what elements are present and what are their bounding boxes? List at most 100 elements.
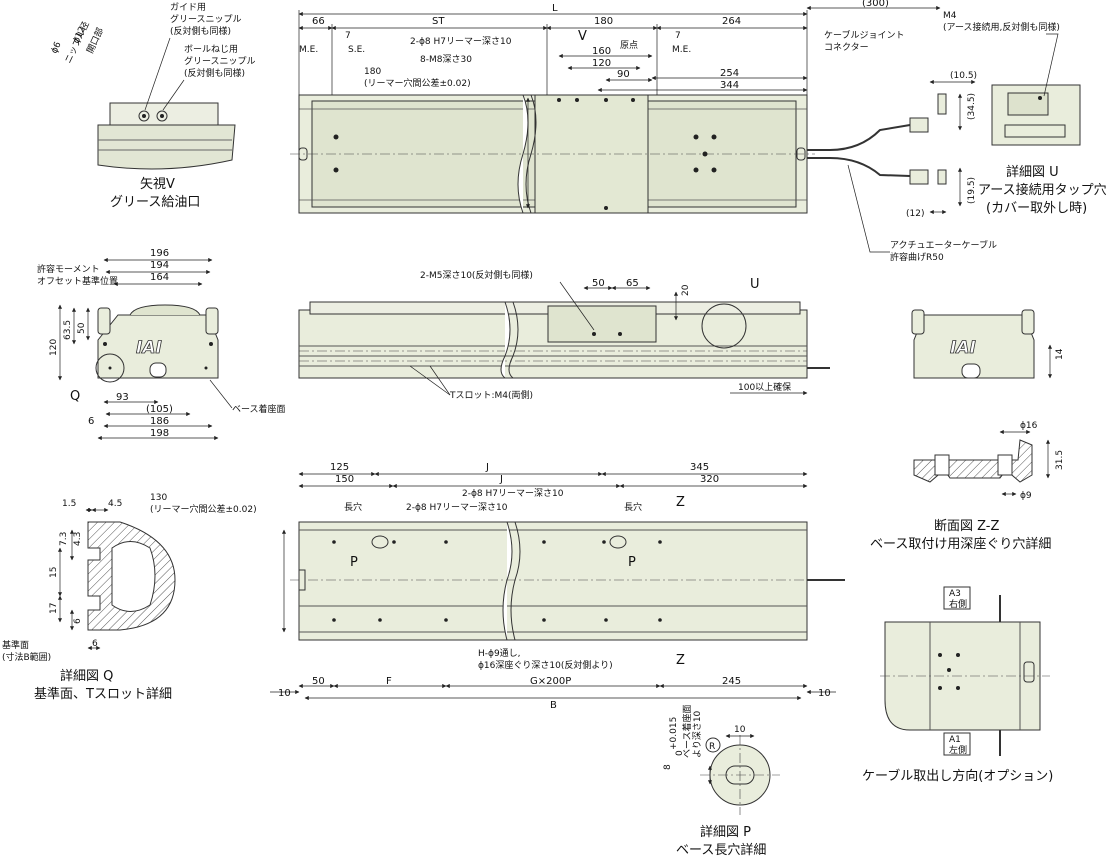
dim-j1: J <box>485 462 489 473</box>
label-reamer1: 2-ϕ8 H7リーマー深さ10 <box>462 488 564 499</box>
dim-164: 164 <box>150 272 169 283</box>
label-moment1: 許容モーメント <box>37 263 100 275</box>
dim-p-tolsup: +0.015 <box>669 717 679 750</box>
label-guide1: ガイド用 <box>170 2 206 13</box>
label-cable-joint2: コネクター <box>824 42 869 53</box>
dim-31-5: 31.5 <box>1055 450 1065 470</box>
dim-l: L <box>552 3 558 14</box>
caption-cable-dir: ケーブル取出し方向(オプション) <box>862 768 1053 784</box>
dim-160: 160 <box>592 46 611 57</box>
dim-120: 120 <box>592 58 611 69</box>
label-seat2: より深さ10 <box>692 710 703 758</box>
dim-120: 120 <box>49 339 59 356</box>
caption-view-v2: グリース給油口 <box>110 195 200 210</box>
section-zz: ϕ16 31.5 ϕ9 断面図 Z-Z ベース取付け用深座ぐり穴詳細 <box>870 421 1065 552</box>
dim-19-5: (19.5) <box>967 177 977 204</box>
label-p1: P <box>350 555 358 570</box>
label-p2: P <box>628 555 636 570</box>
label-nagaana2: 長穴 <box>624 501 642 513</box>
label-nagaana1: 長穴 <box>344 501 362 513</box>
dim-50: 50 <box>77 322 87 334</box>
caption-u2: アース接続用タップ穴 <box>978 182 1107 198</box>
dim-50c: 50 <box>312 676 325 687</box>
dim-1-5: 1.5 <box>62 499 76 509</box>
label-tol-b: (リーマー穴間公差±0.02) <box>150 503 257 515</box>
dim-20: 20 <box>681 284 691 296</box>
dim-p8: 8 <box>663 764 673 770</box>
dim-254: 254 <box>720 68 739 79</box>
caption-u3: (カバー取外し時) <box>986 201 1087 216</box>
side-view: 2-M5深さ10(反対側も同様) 50 65 20 U Tスロット:M4(両側)… <box>298 269 830 401</box>
caption-p2: ベース長穴詳細 <box>676 842 766 858</box>
dim-66: 66 <box>312 16 325 27</box>
label-tslot: Tスロット:M4(両側) <box>449 389 533 401</box>
label-m4b: (アース接続用,反対側も同様) <box>943 21 1060 33</box>
logo-iai-right: IAI <box>950 338 976 358</box>
label-m5: 2-M5深さ10(反対側も同様) <box>420 269 533 281</box>
bottom-view: 125 150 J J 345 320 2-ϕ8 H7リーマー深さ10 2-ϕ8… <box>150 462 845 711</box>
cable-direction: A3 右側 A1 左側 ケーブル取出し方向(オプション) <box>862 586 1053 784</box>
caption-p1: 詳細図 P <box>700 824 751 840</box>
label-cable-act1: アクチュエーターケーブル <box>890 239 997 251</box>
dim-12: (12) <box>906 209 924 219</box>
caption-zz2: ベース取付け用深座ぐり穴詳細 <box>870 536 1051 552</box>
dim-93: 93 <box>116 392 129 403</box>
label-cable-act2: 許容曲げR50 <box>890 251 944 263</box>
detail-q: 1.5 4.5 7.3 4.3 15 17 6 6 基準面 (寸法B範囲) 詳細… <box>2 499 176 702</box>
dim-105: (105) <box>146 404 173 415</box>
label-ball3: (反対側も同様) <box>184 67 245 79</box>
dim-4-3: 4.3 <box>73 532 83 546</box>
dim-j2: J <box>499 474 503 485</box>
label-m8: 8-M8深さ30 <box>420 54 472 65</box>
dim-180b: 180 <box>364 67 381 77</box>
dim-14: 14 <box>1055 348 1065 360</box>
dim-63-5: 63.5 <box>63 320 73 340</box>
label-v-arrow: V <box>578 29 587 44</box>
dim-g: G×200P <box>530 676 571 687</box>
dim-264: 264 <box>722 16 741 27</box>
dim-194: 194 <box>150 260 169 271</box>
dim-10a: 10 <box>278 688 291 699</box>
label-tol: (リーマー穴間公差±0.02) <box>364 77 471 89</box>
mount-holes-top <box>332 540 662 622</box>
label-seat1: ベース着座面 <box>681 704 693 758</box>
dim-15: 15 <box>49 567 59 578</box>
detail-u: M4 (アース接続用,反対側も同様) (10.5) (34.5) (19.5) … <box>906 11 1107 219</box>
dim-7-3: 7.3 <box>59 532 69 546</box>
caption-q2: 基準面、Tスロット詳細 <box>34 686 172 702</box>
dim-65: 65 <box>626 278 639 289</box>
logo-iai: IAI <box>136 338 162 358</box>
view-v: ガイド用 グリースニップル (反対側も同様) ボールねじ用 グリースニップル (… <box>50 2 256 210</box>
label-reamer2: 2-ϕ8 H7リーマー深さ10 <box>406 502 508 513</box>
dim-180: 180 <box>594 16 613 27</box>
dim-st: ST <box>432 16 445 27</box>
dim-34-5: (34.5) <box>967 93 977 120</box>
dim-f: F <box>386 676 392 687</box>
dim-320: 320 <box>700 474 719 485</box>
label-u: U <box>750 277 760 292</box>
label-genten: 原点 <box>620 40 638 51</box>
dim-344: 344 <box>720 80 739 91</box>
label-right-side: 右側 <box>949 598 967 610</box>
label-ref1: 基準面 <box>2 639 29 651</box>
dim-7a: 7 <box>345 31 351 41</box>
dim-10b: 10 <box>818 688 831 699</box>
dim-198: 198 <box>150 428 169 439</box>
label-ball2: グリースニップル <box>184 55 256 67</box>
label-m4a: M4 <box>943 11 957 21</box>
label-z2: Z <box>676 653 685 668</box>
label-p6a: ϕ6 <box>50 40 64 55</box>
dim-6a: 6 <box>73 618 83 624</box>
label-h1: H-ϕ9通し, <box>478 648 521 659</box>
dim-90: 90 <box>617 69 630 80</box>
label-h2: ϕ16深座ぐり深さ10(反対側より) <box>478 659 613 671</box>
detail-p: 10 8 +0.015 0 ベース着座面 より深さ10 R 詳細図 P ベース長… <box>663 704 780 858</box>
caption-q1: 詳細図 Q <box>60 668 113 684</box>
top-view: 66 ST L 180 264 (300) 7 M.E. S.E. 7 M.E.… <box>290 0 997 263</box>
caption-zz1: 断面図 Z-Z <box>934 519 1000 534</box>
dim-7b: 7 <box>675 31 681 41</box>
dim-17: 17 <box>49 603 59 614</box>
dim-p-tolsub: 0 <box>675 750 685 756</box>
label-reamer: 2-ϕ8 H7リーマー深さ10 <box>410 36 512 47</box>
